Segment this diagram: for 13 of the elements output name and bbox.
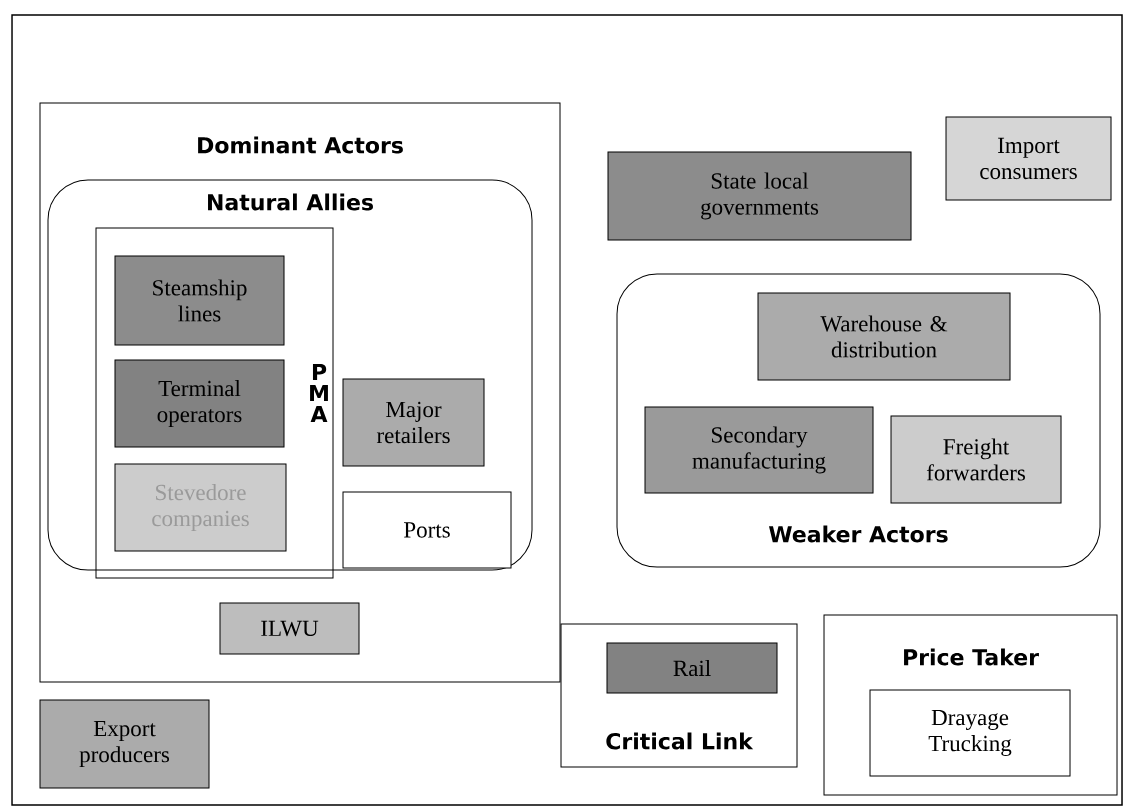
label-box: Ports bbox=[342, 491, 512, 569]
label-box: State local governments bbox=[607, 151, 912, 241]
label-box: Secondary manufacturing bbox=[644, 406, 874, 494]
label-box: Import consumers bbox=[945, 116, 1112, 201]
label-box: Export producers bbox=[39, 699, 210, 789]
label-box: Steamship lines bbox=[114, 255, 285, 346]
label-box: Drayage Trucking bbox=[869, 689, 1071, 777]
label-box: Rail bbox=[606, 642, 778, 694]
label-box: Major retailers bbox=[342, 378, 485, 467]
label-box: Freight forwarders bbox=[890, 415, 1062, 504]
label-box: Terminal operators bbox=[114, 359, 285, 448]
label-box: ILWU bbox=[219, 602, 360, 655]
label-box: Warehouse & distribution bbox=[757, 292, 1011, 381]
